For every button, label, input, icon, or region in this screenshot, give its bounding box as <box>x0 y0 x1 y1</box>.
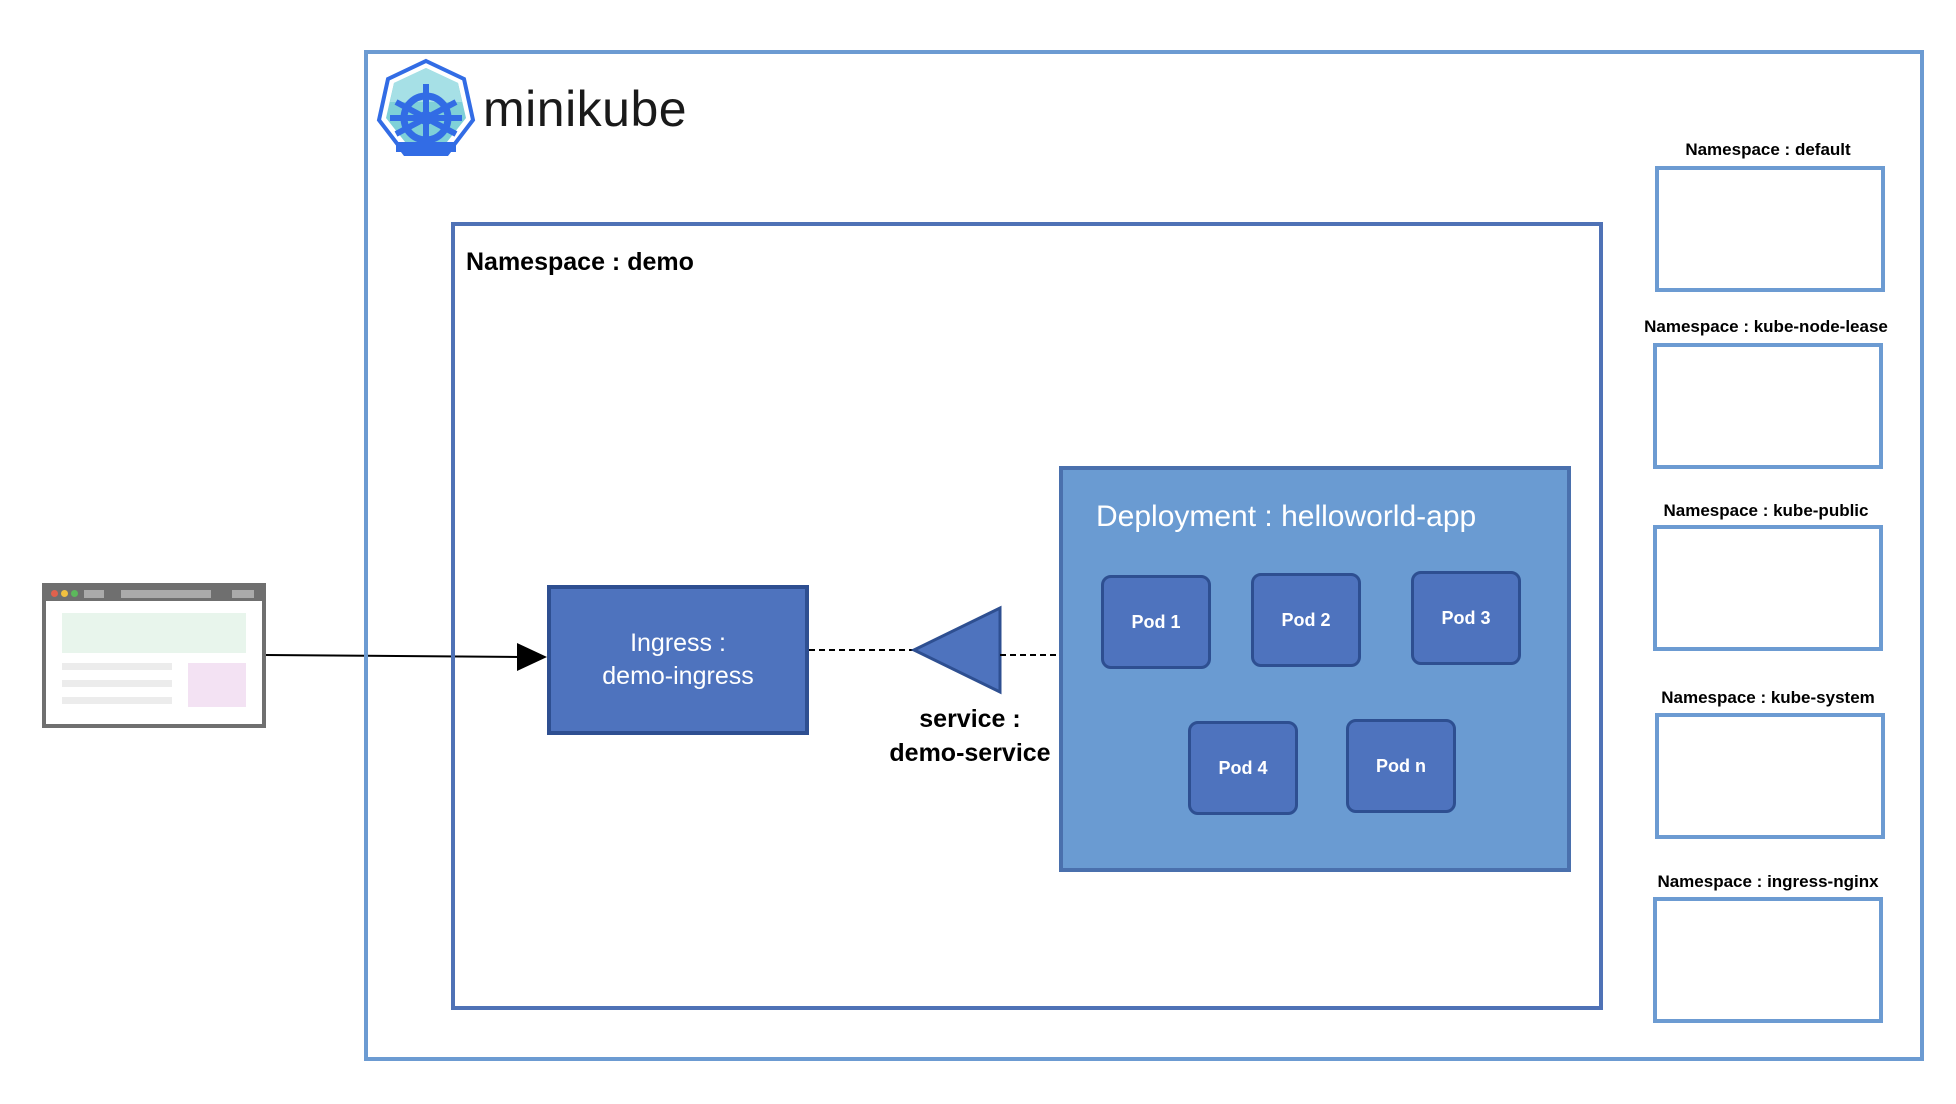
brand-title: minikube <box>483 81 688 137</box>
deployment-box <box>1059 466 1571 872</box>
namespace-kube-public-box <box>1653 525 1883 651</box>
close-dot-icon <box>51 590 58 597</box>
kubernetes-logo-icon <box>376 58 476 156</box>
page-banner-block <box>62 613 246 653</box>
ingress-box: Ingress : demo-ingress <box>547 585 809 735</box>
namespace-ingress-nginx-label: Namespace : ingress-nginx <box>1657 872 1879 891</box>
namespace-default-box <box>1655 166 1885 292</box>
pod-box: Pod 3 <box>1411 571 1521 665</box>
namespace-kube-node-lease-label: Namespace : kube-node-lease <box>1644 317 1888 336</box>
deployment-label: Deployment : helloworld-app <box>1096 500 1477 533</box>
service-triangle <box>910 605 1002 695</box>
service-label-line2: demo-service <box>889 739 1051 767</box>
namespace-kube-public-label: Namespace : kube-public <box>1663 501 1869 520</box>
service-label: service : demo-service <box>880 702 1060 770</box>
namespace-ingress-nginx-box <box>1653 897 1883 1023</box>
image-block <box>188 663 246 707</box>
ingress-label-line2: demo-ingress <box>602 662 754 690</box>
browser-to-ingress-arrow <box>265 654 521 658</box>
pod-box: Pod 2 <box>1251 573 1361 667</box>
namespace-kube-system-box <box>1655 713 1885 839</box>
pod-box: Pod n <box>1346 719 1456 813</box>
menu-icon <box>232 590 254 598</box>
arrow-head <box>517 643 547 671</box>
nav-buttons-icon <box>84 590 104 598</box>
ingress-label-line1: Ingress : <box>630 629 726 657</box>
namespace-default-label: Namespace : default <box>1685 140 1851 159</box>
text-line-block <box>62 680 172 687</box>
minikube-cluster-frame <box>364 50 1924 1061</box>
pod-box: Pod 4 <box>1188 721 1298 815</box>
namespace-kube-node-lease-box <box>1653 343 1883 469</box>
namespace-kube-system-label: Namespace : kube-system <box>1661 688 1875 707</box>
service-label-line1: service : <box>919 705 1021 733</box>
namespace-demo-label: Namespace : demo <box>466 248 694 276</box>
text-line-block <box>62 697 172 704</box>
browser-window-icon <box>42 583 266 728</box>
minimize-dot-icon <box>61 590 68 597</box>
namespace-demo-box <box>451 222 1603 1010</box>
pod-box: Pod 1 <box>1101 575 1211 669</box>
text-line-block <box>62 663 172 670</box>
maximize-dot-icon <box>71 590 78 597</box>
address-bar-icon <box>121 590 211 598</box>
